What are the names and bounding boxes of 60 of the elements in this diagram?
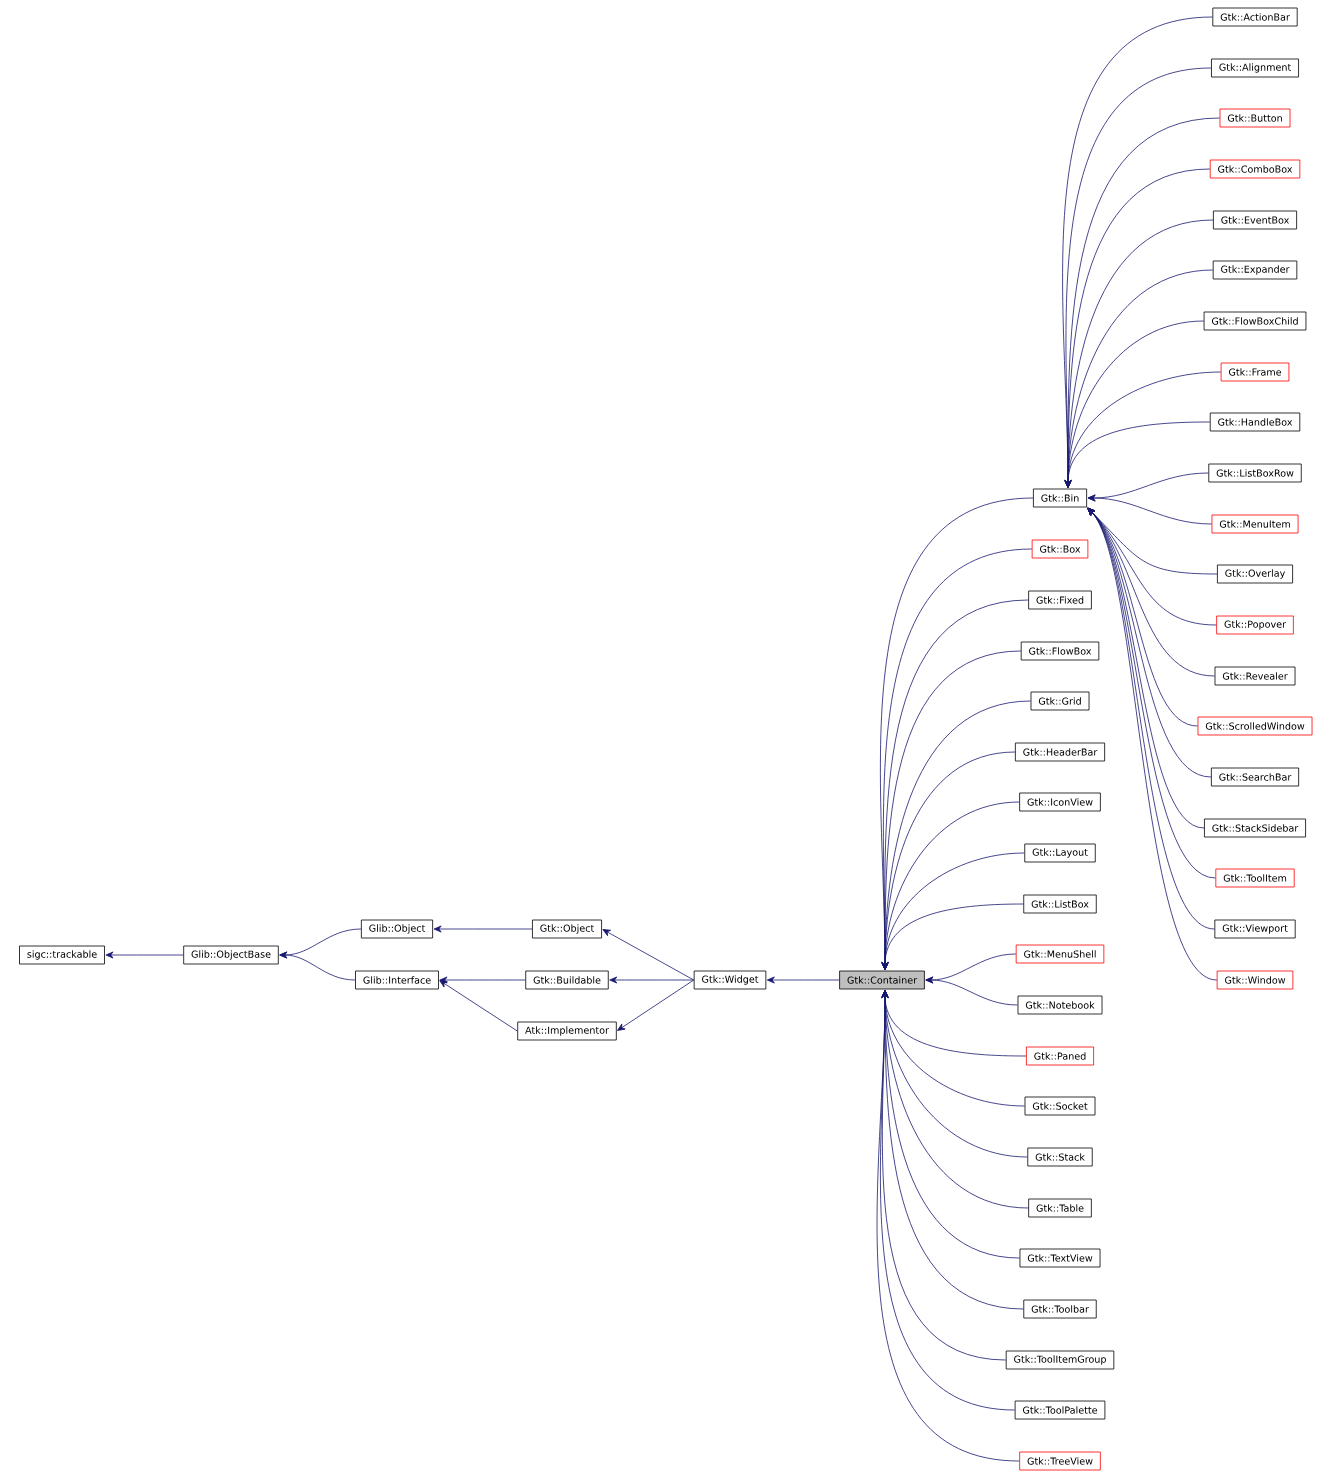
arrow — [925, 976, 1018, 1006]
class-box: Gtk::Container — [839, 970, 925, 990]
class-box: Glib::ObjectBase — [183, 945, 279, 965]
arrow — [433, 925, 533, 933]
arrow — [602, 929, 695, 981]
class-box: Gtk::ToolItem — [1215, 868, 1295, 888]
class-box: Gtk::ToolPalette — [1014, 1400, 1106, 1420]
class-box: Gtk::StackSidebar — [1204, 818, 1306, 838]
class-box: Atk::Implementor — [517, 1021, 617, 1041]
class-box: Gtk::Layout — [1024, 843, 1096, 863]
class-box: Gtk::Alignment — [1211, 58, 1299, 78]
class-box: Gtk::Revealer — [1214, 666, 1296, 686]
class-box: Gtk::HandleBox — [1209, 412, 1301, 432]
class-box: Gtk::ToolItemGroup — [1005, 1350, 1115, 1370]
class-box: Gtk::SearchBar — [1210, 767, 1300, 787]
class-box: Gtk::FlowBoxChild — [1203, 311, 1307, 331]
class-box: Gtk::TreeView — [1019, 1451, 1101, 1471]
class-box: Gtk::Popover — [1216, 615, 1294, 635]
class-box: Gtk::HeaderBar — [1014, 742, 1106, 762]
class-box: Gtk::Stack — [1027, 1147, 1093, 1167]
class-box: Gtk::MenuItem — [1211, 514, 1299, 534]
class-box: Glib::Interface — [355, 970, 439, 990]
arrow — [617, 979, 695, 1031]
arrow — [439, 976, 526, 984]
class-box: Gtk::Window — [1216, 970, 1294, 990]
class-box: Gtk::Notebook — [1017, 995, 1103, 1015]
class-box: Gtk::ScrolledWindow — [1197, 716, 1313, 736]
class-box: Gtk::MenuShell — [1015, 944, 1105, 964]
class-box: Gtk::Table — [1028, 1198, 1092, 1218]
class-box: Gtk::Widget — [693, 970, 767, 990]
class-box: Gtk::Toolbar — [1023, 1299, 1097, 1319]
class-box: Gtk::Button — [1219, 108, 1291, 128]
class-box: Gtk::Object — [532, 919, 602, 939]
arrow — [1087, 494, 1212, 525]
arrow — [279, 951, 356, 981]
class-box: Gtk::Buildable — [525, 970, 609, 990]
class-box: Gtk::Fixed — [1028, 590, 1092, 610]
class-box: Gtk::Expander — [1212, 260, 1298, 280]
class-box: Gtk::EventBox — [1213, 210, 1298, 230]
class-box: Gtk::Socket — [1024, 1096, 1096, 1116]
arrow — [766, 976, 840, 984]
class-box: Gtk::Frame — [1220, 362, 1290, 382]
class-box: Gtk::Paned — [1026, 1046, 1094, 1066]
class-box: Glib::Object — [360, 919, 434, 939]
class-box: Gtk::ListBox — [1023, 894, 1097, 914]
class-box: Gtk::IconView — [1019, 792, 1101, 812]
arrow — [439, 980, 518, 1032]
class-box: Gtk::Bin — [1033, 488, 1088, 508]
class-box: Gtk::FlowBox — [1020, 641, 1100, 661]
class-box: Gtk::Overlay — [1217, 564, 1293, 584]
class-box: sigc::trackable — [19, 945, 105, 965]
arrow — [105, 951, 184, 959]
class-box: Gtk::ComboBox — [1209, 159, 1301, 179]
class-box: Gtk::ActionBar — [1212, 7, 1298, 27]
class-box: Gtk::Box — [1031, 539, 1089, 559]
class-box: Gtk::TextView — [1019, 1248, 1101, 1268]
class-box: Gtk::Viewport — [1214, 919, 1296, 939]
class-box: Gtk::ListBoxRow — [1208, 463, 1302, 483]
arrow — [609, 976, 695, 984]
class-box: Gtk::Grid — [1030, 691, 1090, 711]
